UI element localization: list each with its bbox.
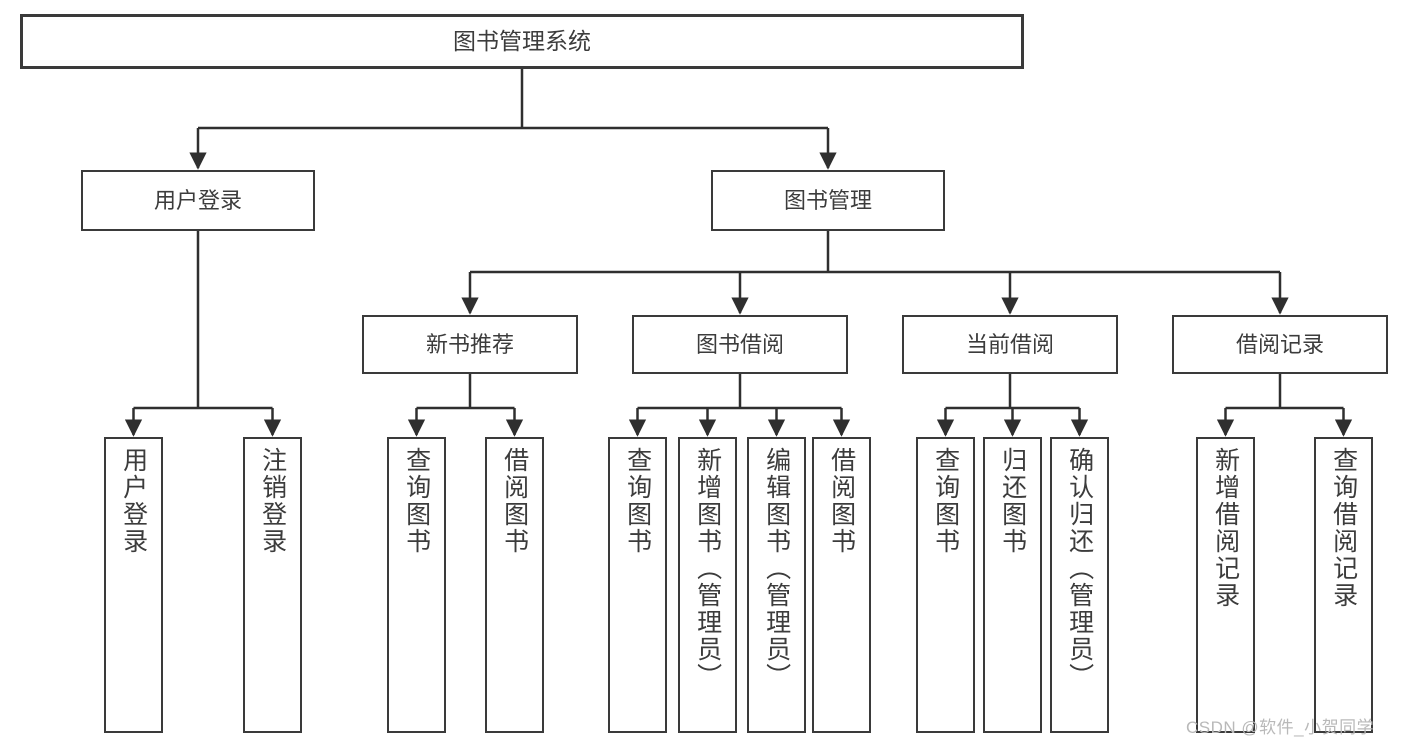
node-label: 用户登录: [119, 447, 148, 555]
node-leaf-query-book-3: 查询图书: [916, 437, 975, 733]
node-leaf-add-book: 新增图书（管理员）: [678, 437, 737, 733]
node-label: 确认归还（管理员）: [1065, 447, 1094, 690]
node-leaf-borrow-book-2: 借阅图书: [812, 437, 871, 733]
node-label: 借阅记录: [1235, 331, 1324, 357]
node-label: 编辑图书（管理员）: [762, 447, 791, 690]
node-leaf-borrow-book-1: 借阅图书: [485, 437, 544, 733]
node-label: 新增借阅记录: [1211, 447, 1240, 609]
node-label: 查询借阅记录: [1329, 447, 1358, 609]
node-book-borrow: 图书借阅: [632, 315, 848, 374]
node-leaf-confirm-return: 确认归还（管理员）: [1050, 437, 1109, 733]
watermark: CSDN @软件_小贺同学: [1186, 718, 1375, 737]
node-leaf-query-record: 查询借阅记录: [1314, 437, 1373, 733]
node-borrow-record: 借阅记录: [1172, 315, 1388, 374]
node-label: 查询图书: [623, 447, 652, 555]
node-label: 当前借阅: [965, 331, 1054, 357]
node-label: 新增图书（管理员）: [693, 447, 722, 690]
node-leaf-query-book-2: 查询图书: [608, 437, 667, 733]
node-label: 图书借阅: [695, 331, 784, 357]
node-leaf-user-login: 用户登录: [104, 437, 163, 733]
node-label: 归还图书: [998, 447, 1027, 555]
node-label: 查询图书: [931, 447, 960, 555]
node-label: 用户登录: [153, 187, 242, 213]
node-leaf-add-record: 新增借阅记录: [1196, 437, 1255, 733]
node-current-borrow: 当前借阅: [902, 315, 1118, 374]
node-label: 图书管理: [783, 187, 872, 213]
node-label: 查询图书: [402, 447, 431, 555]
node-label: 图书管理系统: [453, 27, 591, 54]
node-leaf-user-logout: 注销登录: [243, 437, 302, 733]
node-book-manage: 图书管理: [711, 170, 945, 231]
node-leaf-return-book: 归还图书: [983, 437, 1042, 733]
node-new-book-rec: 新书推荐: [362, 315, 578, 374]
node-label: 注销登录: [258, 447, 287, 555]
node-label: 借阅图书: [500, 447, 529, 555]
node-user-login: 用户登录: [81, 170, 315, 231]
node-root: 图书管理系统: [20, 14, 1024, 69]
node-leaf-edit-book: 编辑图书（管理员）: [747, 437, 806, 733]
node-label: 借阅图书: [827, 447, 856, 555]
node-leaf-query-book-1: 查询图书: [387, 437, 446, 733]
node-label: 新书推荐: [425, 331, 514, 357]
